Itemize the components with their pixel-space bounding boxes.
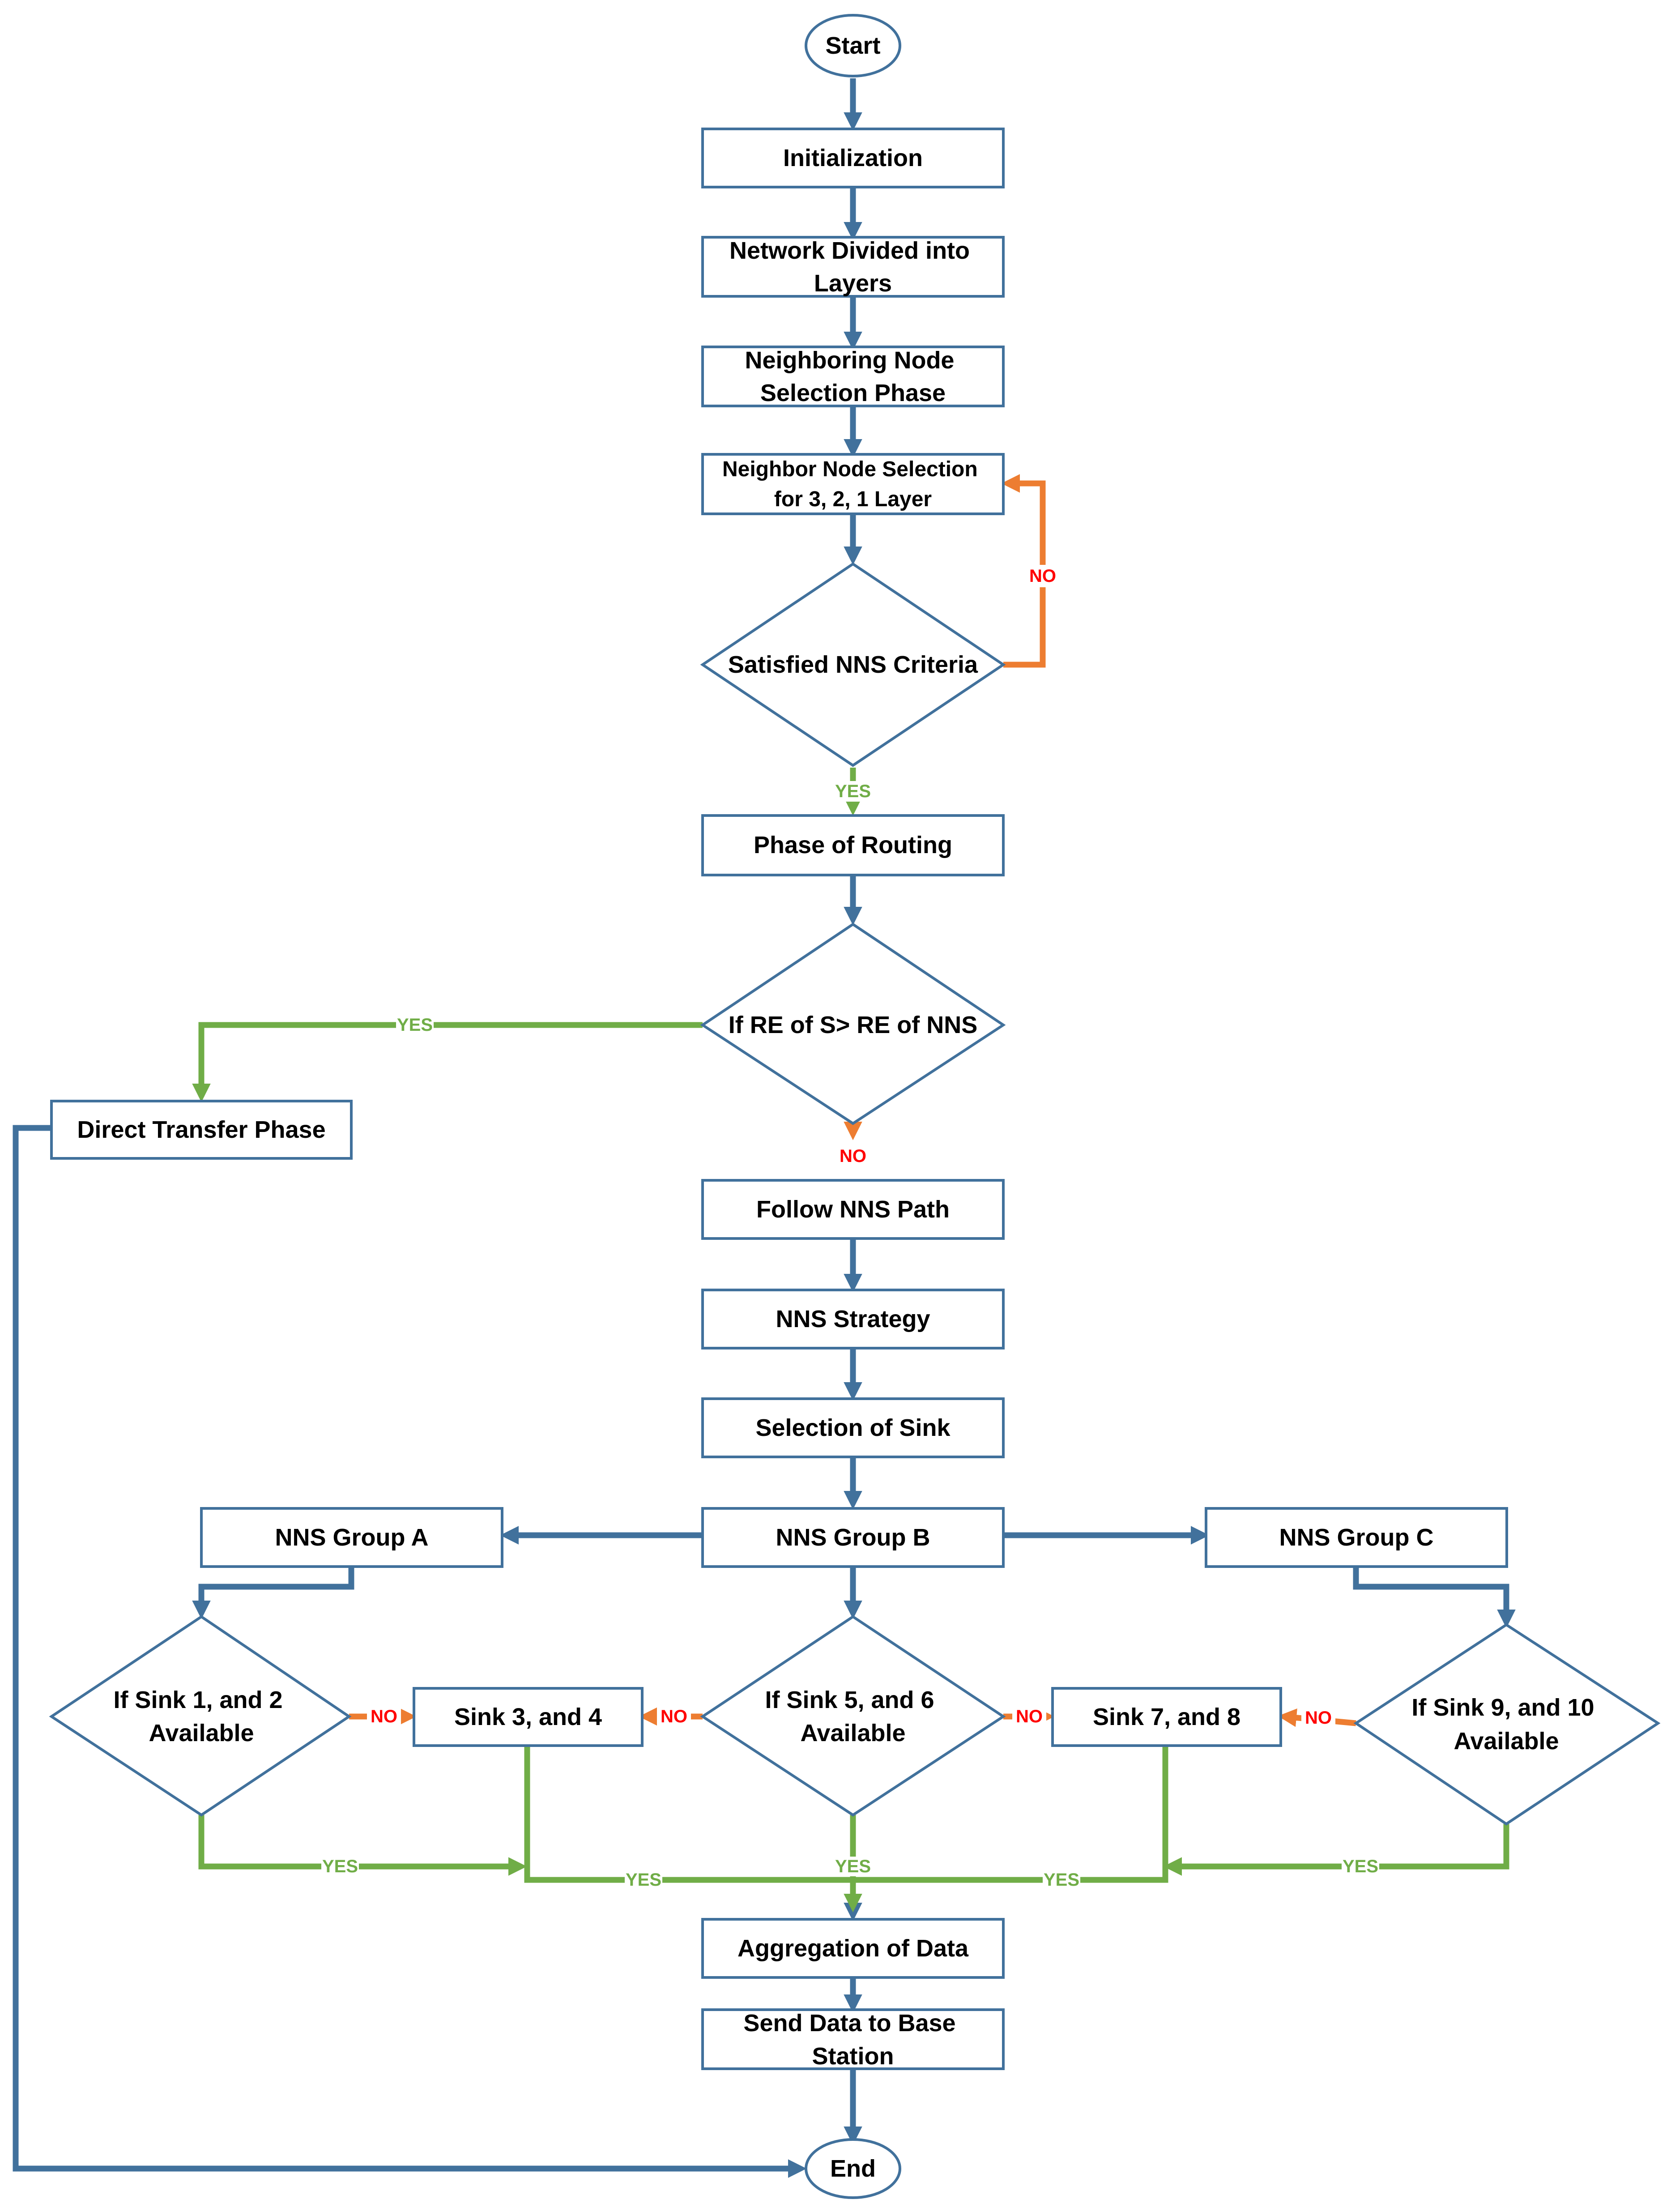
sink-select-label: Selection of Sink (755, 1414, 951, 1441)
recheck-yes-label: YES (397, 1015, 433, 1035)
routing-box (701, 814, 1005, 876)
end-label: End (830, 2155, 876, 2182)
sink56-no-right-label: NO (1016, 1707, 1043, 1726)
layers-label-line1: Network Divided into (729, 237, 970, 264)
criteria-no-label: NO (1029, 566, 1056, 586)
nns-phase-label-line2: Selection Phase (760, 380, 946, 406)
strategy-label: NNS Strategy (776, 1306, 930, 1332)
edge-groupc-sink910 (1353, 1567, 1516, 1628)
criteria-yes-label: YES (835, 781, 871, 801)
init-label: Initialization (783, 145, 923, 171)
start-label: Start (825, 32, 880, 59)
sink34-box (413, 1687, 644, 1747)
follow-box (701, 1179, 1005, 1240)
nn-select-label: Neighbor Node Selection for 3, 2, 1 Laye… (722, 457, 984, 511)
criteria-label: Satisfied NNS Criteria (728, 651, 978, 678)
nns-phase-label-line1: Neighboring Node (745, 347, 955, 374)
group-b-label: NNS Group B (776, 1524, 930, 1551)
sink910-label-line2: Available (1454, 1728, 1559, 1755)
edge-recheck-yes (192, 1022, 703, 1102)
recheck-no-label: NO (840, 1146, 866, 1166)
group-c-box (1205, 1507, 1508, 1568)
sink12-label: If Sink 1, and 2 Available (113, 1687, 289, 1747)
nns-phase-box (701, 346, 1005, 407)
edge-groupa-sink12 (192, 1567, 354, 1619)
group-a-box (200, 1507, 503, 1568)
sink34-label: Sink 3, and 4 (454, 1704, 602, 1730)
start-terminal (805, 14, 901, 77)
sink78-box (1051, 1687, 1282, 1747)
strategy-box (701, 1289, 1005, 1349)
sink12-no-label: NO (371, 1707, 397, 1726)
edge-sink12-yes (198, 1815, 527, 1876)
sink910-label-line1: If Sink 9, and 10 (1411, 1694, 1594, 1721)
direct-box (50, 1100, 353, 1160)
sink910-decision (1353, 1623, 1661, 1826)
direct-label: Direct Transfer Phase (77, 1116, 325, 1143)
sink-select-box (701, 1397, 1005, 1458)
nn-select-box (701, 453, 1005, 515)
sink910-yes-label: YES (1343, 1857, 1378, 1876)
sink12-label-line1: If Sink 1, and 2 (113, 1687, 282, 1713)
send-box (701, 2008, 1005, 2070)
criteria-decision (700, 562, 1006, 767)
group-b-box (701, 1507, 1005, 1568)
sink56-yes-label: YES (835, 1857, 871, 1876)
sink56-label: If Sink 5, and 6 Available (765, 1687, 941, 1747)
send-label-line1: Send Data to Base (743, 2010, 955, 2037)
sink12-yes-label: YES (322, 1857, 358, 1876)
group-a-label: NNS Group A (275, 1524, 429, 1551)
sink56-label-line1: If Sink 5, and 6 (765, 1687, 934, 1713)
edge-direct-end (13, 1125, 807, 2178)
nns-phase-label: Neighboring Node Selection Phase (745, 347, 961, 406)
sink12-decision (49, 1615, 352, 1817)
send-label: Send Data to Base Station (743, 2010, 962, 2070)
end-terminal (805, 2138, 901, 2199)
sink56-label-line2: Available (800, 1720, 905, 1747)
re-check-label: If RE of S> RE of NNS (729, 1012, 978, 1038)
sink56-no-left-label: NO (661, 1707, 687, 1726)
init-box (701, 128, 1005, 188)
aggregation-label: Aggregation of Data (737, 1935, 969, 1962)
nn-select-label-line2: for 3, 2, 1 Layer (774, 487, 932, 511)
sink56-decision (700, 1615, 1006, 1817)
re-check-decision (700, 922, 1006, 1125)
sink910-no-label: NO (1305, 1708, 1332, 1728)
edge-sink910-yes (1163, 1824, 1509, 1876)
sink78-yes-label: YES (1044, 1870, 1079, 1890)
aggregation-box (701, 1918, 1005, 1979)
send-label-line2: Station (812, 2043, 894, 2070)
layers-label-line2: Layers (814, 270, 892, 297)
layers-label: Network Divided into Layers (729, 237, 976, 297)
sink12-label-line2: Available (149, 1720, 254, 1747)
nn-select-label-line1: Neighbor Node Selection (722, 457, 978, 481)
sink78-label: Sink 7, and 8 (1093, 1704, 1240, 1730)
sink910-label: If Sink 9, and 10 Available (1411, 1694, 1601, 1755)
group-c-label: NNS Group C (1279, 1524, 1434, 1551)
follow-label: Follow NNS Path (756, 1196, 950, 1223)
sink34-yes-label: YES (626, 1870, 661, 1890)
routing-label: Phase of Routing (754, 832, 952, 858)
layers-box (701, 236, 1005, 298)
